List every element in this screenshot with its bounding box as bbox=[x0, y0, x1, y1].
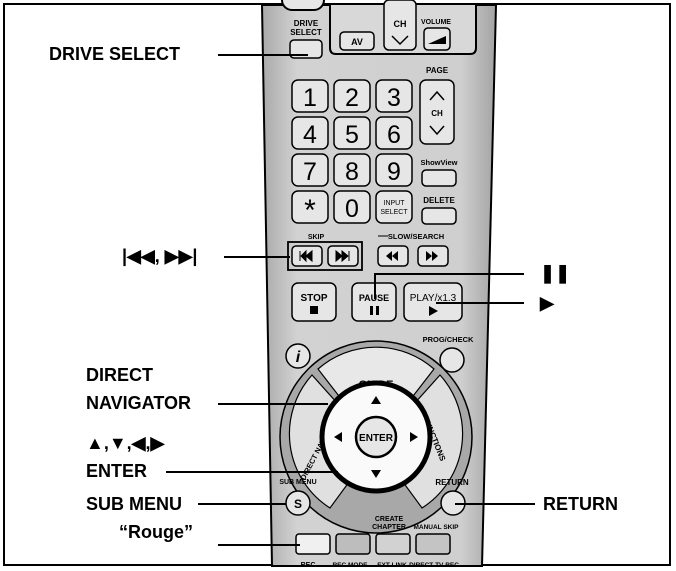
leader-drive-select bbox=[218, 54, 308, 56]
svg-text:INPUT: INPUT bbox=[384, 200, 406, 207]
callout-rouge: “Rouge” bbox=[119, 522, 193, 542]
leader-play bbox=[436, 302, 524, 304]
callout-play: ▶ bbox=[540, 293, 554, 313]
svg-text:1: 1 bbox=[303, 84, 317, 112]
cursor-down-icon bbox=[371, 470, 381, 478]
svg-text:SELECT: SELECT bbox=[380, 209, 408, 216]
play-icon bbox=[429, 306, 438, 316]
svg-text:6: 6 bbox=[387, 121, 401, 149]
skip-forward-icon bbox=[335, 249, 350, 263]
svg-text:8: 8 bbox=[345, 158, 359, 186]
showview-key bbox=[421, 169, 457, 187]
volume-rocker bbox=[423, 27, 451, 51]
callout-direct: DIRECT bbox=[86, 365, 153, 385]
svg-text:DRIVE: DRIVE bbox=[294, 19, 319, 28]
svg-text:2: 2 bbox=[345, 84, 359, 112]
svg-text:RETURN: RETURN bbox=[435, 478, 469, 487]
svg-text:i: i bbox=[296, 349, 301, 366]
stop-key bbox=[291, 282, 337, 322]
callout-enter: ENTER bbox=[86, 461, 148, 481]
svg-text:*: * bbox=[304, 194, 316, 227]
callout-drive-select: DRIVE SELECT bbox=[49, 44, 181, 64]
skip-back-icon bbox=[299, 249, 313, 263]
callout-arrows: ▲,▼,◀,▶ bbox=[86, 433, 165, 453]
svg-text:5: 5 bbox=[345, 121, 359, 149]
svg-text:CH: CH bbox=[394, 19, 407, 29]
svg-text:4: 4 bbox=[303, 121, 317, 149]
svg-text:S: S bbox=[294, 497, 302, 511]
svg-text:0: 0 bbox=[345, 195, 359, 223]
ch-down-icon bbox=[391, 35, 409, 46]
info-key bbox=[285, 343, 311, 369]
svg-text:SUB MENU: SUB MENU bbox=[279, 479, 316, 486]
svg-text:DELETE: DELETE bbox=[423, 196, 455, 205]
cursor-right-icon bbox=[410, 432, 418, 442]
svg-text:CH: CH bbox=[431, 109, 443, 118]
callout-return: RETURN bbox=[543, 494, 618, 514]
leader-sub-menu bbox=[198, 503, 286, 505]
svg-text:CHAPTER: CHAPTER bbox=[372, 524, 406, 531]
delete-key bbox=[421, 207, 457, 225]
stop-icon bbox=[310, 306, 318, 314]
leader-return bbox=[455, 503, 535, 505]
svg-text:SELECT: SELECT bbox=[290, 28, 322, 37]
callout-skip: |◀◀, ▶▶| bbox=[122, 246, 198, 266]
red-key bbox=[295, 533, 331, 555]
callout-sub-menu: SUB MENU bbox=[86, 494, 183, 514]
svg-text:VOLUME: VOLUME bbox=[421, 19, 451, 26]
leader-direct-navigator bbox=[218, 403, 328, 405]
svg-text:3: 3 bbox=[387, 84, 401, 112]
svg-text:7: 7 bbox=[303, 158, 317, 186]
svg-text:SLOW/SEARCH: SLOW/SEARCH bbox=[388, 232, 444, 241]
fast-forward-icon bbox=[426, 251, 438, 261]
page-down-icon bbox=[429, 125, 445, 136]
svg-text:PAGE: PAGE bbox=[426, 66, 449, 75]
svg-text:REC MODE: REC MODE bbox=[332, 562, 368, 569]
green-key bbox=[335, 533, 371, 555]
svg-text:DIRECT TV REC: DIRECT TV REC bbox=[409, 562, 459, 569]
svg-text:REC: REC bbox=[301, 562, 316, 569]
leader-enter bbox=[166, 471, 338, 473]
svg-text:PLAY/x1.3: PLAY/x1.3 bbox=[410, 293, 457, 304]
cursor-left-icon bbox=[334, 432, 342, 442]
page-rocker bbox=[419, 79, 455, 145]
svg-text:SKIP: SKIP bbox=[308, 234, 325, 241]
top-round-button bbox=[281, 0, 325, 11]
callout-navigator: NAVIGATOR bbox=[86, 393, 192, 413]
svg-text:ShowView: ShowView bbox=[421, 158, 458, 167]
svg-text:STOP: STOP bbox=[300, 293, 327, 304]
cursor-up-icon bbox=[371, 396, 381, 404]
prog-check-key bbox=[439, 347, 465, 373]
drive-select-key bbox=[289, 39, 323, 59]
svg-text:CREATE: CREATE bbox=[375, 516, 404, 523]
svg-text:ENTER: ENTER bbox=[359, 433, 394, 444]
ch-rocker bbox=[383, 0, 417, 51]
svg-text:MANUAL SKIP: MANUAL SKIP bbox=[413, 524, 459, 531]
enter-key bbox=[354, 415, 398, 459]
leader-pause bbox=[374, 273, 524, 275]
svg-text:EXT LINK: EXT LINK bbox=[377, 562, 407, 569]
av-button bbox=[339, 31, 375, 51]
page-up-icon bbox=[429, 90, 445, 101]
volume-wedge-icon bbox=[428, 36, 446, 44]
svg-text:PROG/CHECK: PROG/CHECK bbox=[423, 335, 474, 344]
blue-key bbox=[415, 533, 451, 555]
leader-pause-drop bbox=[374, 273, 376, 299]
leader-skip bbox=[224, 256, 290, 258]
leader-rouge bbox=[218, 544, 300, 546]
number-keys: 1 2 3 4 5 6 7 8 9 * 0 bbox=[291, 79, 413, 227]
rewind-icon bbox=[386, 251, 398, 261]
yellow-key bbox=[375, 533, 411, 555]
svg-text:AV: AV bbox=[351, 37, 363, 47]
callout-pause: ❚❚ bbox=[540, 263, 571, 283]
sub-menu-key bbox=[285, 490, 311, 516]
input-select-key bbox=[375, 190, 413, 224]
svg-text:9: 9 bbox=[387, 158, 401, 186]
